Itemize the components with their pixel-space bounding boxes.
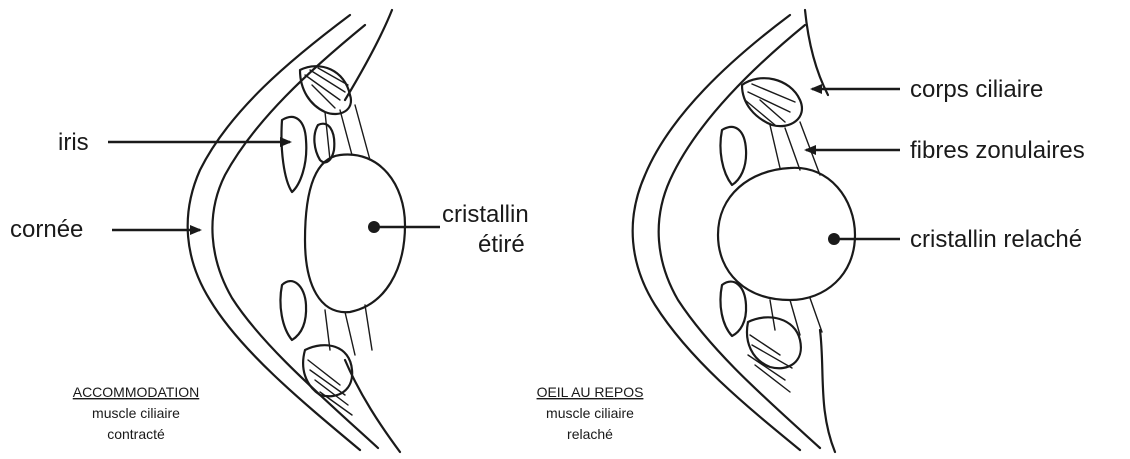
right-ciliary-upper-fibers xyxy=(745,84,795,125)
right-sclera-lower xyxy=(820,330,835,452)
pointer-dot-cristallin-relache xyxy=(828,233,840,245)
caption-line2-right: relaché xyxy=(567,426,613,442)
right-iris-upper xyxy=(720,127,746,185)
label-cornee: cornée xyxy=(10,216,83,243)
right-ciliary-upper xyxy=(742,78,802,126)
right-eye-illustration xyxy=(633,10,855,452)
label-cristallin: cristallin xyxy=(442,201,529,228)
left-zonules xyxy=(325,105,372,355)
label-fibres-zonulaires: fibres zonulaires xyxy=(910,137,1085,164)
left-iris-upper xyxy=(281,117,306,192)
left-ciliary-lower-fibers xyxy=(308,360,352,415)
caption-title-oeil-au-repos: OEIL AU REPOS xyxy=(537,384,644,400)
right-ciliary-lower-fibers xyxy=(748,335,792,392)
caption-line1-left: muscle ciliaire xyxy=(92,405,180,421)
right-iris-lower xyxy=(720,282,746,336)
label-etire: étiré xyxy=(478,231,525,258)
pointer-dot-cristallin xyxy=(368,221,380,233)
caption-title-accommodation: ACCOMMODATION xyxy=(73,384,200,400)
caption-line2-left: contracté xyxy=(107,426,165,442)
caption-line1-right: muscle ciliaire xyxy=(546,405,634,421)
right-cornea-inner xyxy=(659,25,820,448)
right-zonules xyxy=(770,122,822,335)
label-iris: iris xyxy=(58,129,89,156)
left-lens xyxy=(305,155,405,313)
label-cristallin-relache: cristallin relaché xyxy=(910,226,1082,253)
left-iris-lower xyxy=(280,281,306,340)
left-sclera-outer xyxy=(345,10,392,100)
right-sclera-outer xyxy=(805,10,828,95)
label-corps-ciliaire: corps ciliaire xyxy=(910,76,1043,103)
left-cornea-inner xyxy=(212,25,378,448)
